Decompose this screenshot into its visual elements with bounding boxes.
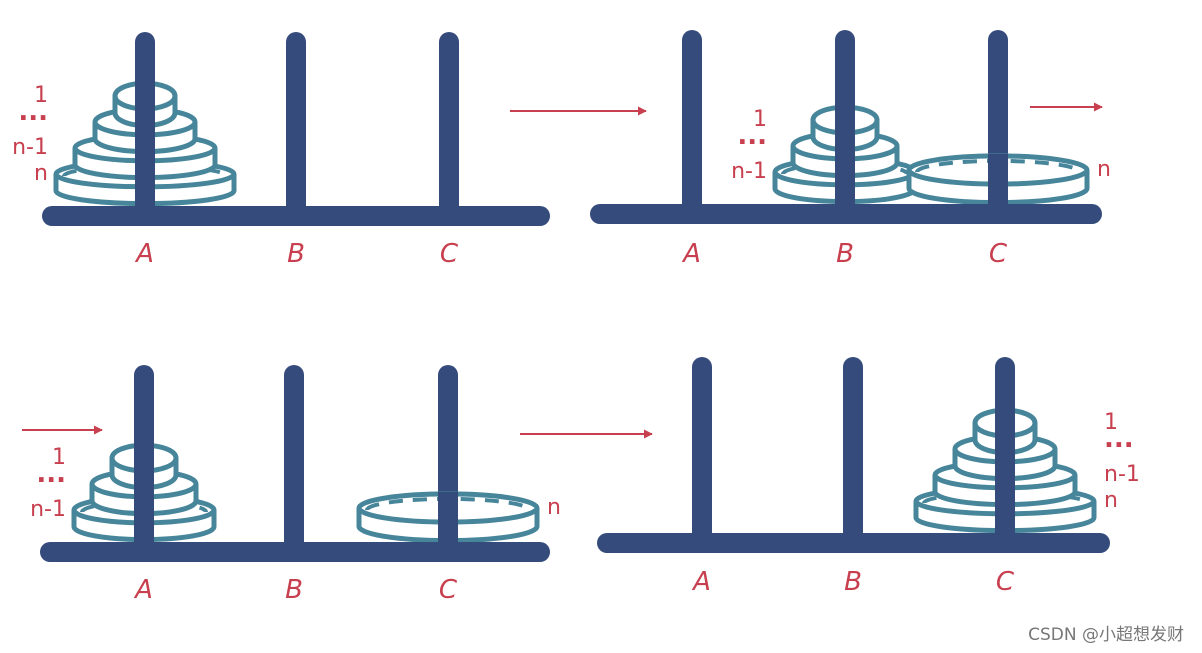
disk-stack: n (356, 491, 561, 544)
disk-stack: 1... n-1n (913, 407, 1140, 534)
panel-4: 1... n-1nA B C (597, 357, 1140, 597)
disk-label: n-1 (1104, 462, 1140, 487)
disk-stack: 1... n-1 (731, 104, 918, 205)
peg-label-a: A (681, 239, 701, 269)
peg-label-c: C (996, 567, 1015, 597)
peg-label-b: B (836, 239, 854, 269)
disk-label: n (1104, 488, 1118, 513)
disk-label: n-1 (30, 497, 66, 522)
peg-label-b: B (287, 239, 305, 269)
peg-label-b: B (844, 567, 862, 597)
peg-label-a: A (134, 239, 154, 269)
disk-label: ... (1104, 424, 1134, 454)
disk-label: ... (737, 121, 767, 151)
disk-stack: 1... n-1 (30, 442, 217, 543)
panel-1: 1... n-1nA B C (12, 32, 550, 269)
peg-label-a: A (133, 575, 153, 605)
peg-label-c: C (440, 239, 459, 269)
disk-label: 1 (34, 83, 48, 108)
disk-label: n (547, 495, 561, 520)
disk-label: n-1 (12, 135, 48, 160)
disk-label: n-1 (731, 159, 767, 184)
disk-label: 1 (753, 107, 767, 132)
panel-2: 1... n-1 nA B C (590, 30, 1111, 269)
disk-label: 1 (52, 445, 66, 470)
panel-3: 1... n-1 nA B C (30, 365, 561, 605)
disk-label: 1 (1104, 410, 1118, 435)
disk-label: ... (36, 459, 66, 489)
disk-stack: n (906, 153, 1111, 206)
watermark: CSDN @小超想发财 (1028, 625, 1184, 645)
peg-label-a: A (691, 567, 711, 597)
disk-label: n (34, 161, 48, 186)
disk-label: ... (18, 97, 48, 127)
peg-label-b: B (285, 575, 303, 605)
peg-label-c: C (989, 239, 1008, 269)
disk-stack: 1... n-1n (12, 80, 237, 207)
disk-label: n (1097, 157, 1111, 182)
peg-label-c: C (439, 575, 458, 605)
